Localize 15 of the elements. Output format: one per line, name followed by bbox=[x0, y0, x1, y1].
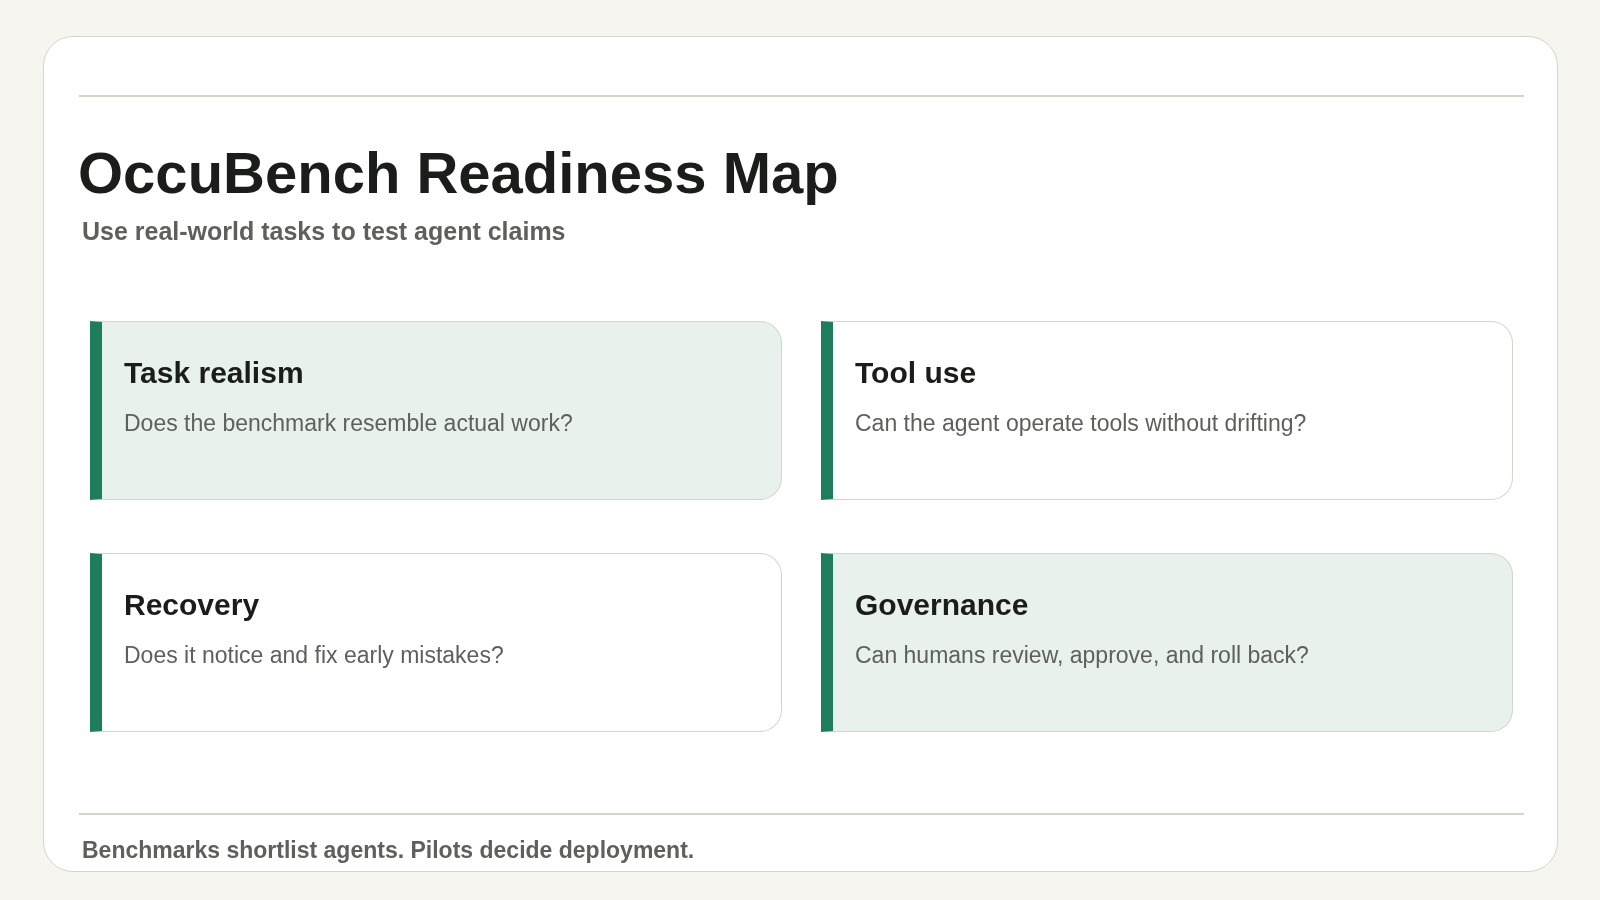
card-heading: Governance bbox=[855, 587, 1029, 623]
card-question: Does the benchmark resemble actual work? bbox=[124, 409, 573, 438]
subtitle: Use real-world tasks to test agent claims bbox=[82, 216, 566, 247]
card-heading: Task realism bbox=[124, 355, 304, 391]
category-card bbox=[90, 553, 782, 732]
card-question: Does it notice and fix early mistakes? bbox=[124, 641, 504, 670]
card-heading: Tool use bbox=[855, 355, 977, 391]
title: OccuBench Readiness Map bbox=[78, 139, 839, 207]
card-heading: Recovery bbox=[124, 587, 260, 623]
category-card bbox=[821, 553, 1513, 732]
category-card bbox=[90, 321, 782, 500]
card-question: Can humans review, approve, and roll back? bbox=[855, 641, 1309, 670]
category-card bbox=[821, 321, 1513, 500]
footer-note: Benchmarks shortlist agents. Pilots decide deployment. bbox=[82, 836, 695, 865]
card-question: Can the agent operate tools without drifting? bbox=[855, 409, 1307, 438]
